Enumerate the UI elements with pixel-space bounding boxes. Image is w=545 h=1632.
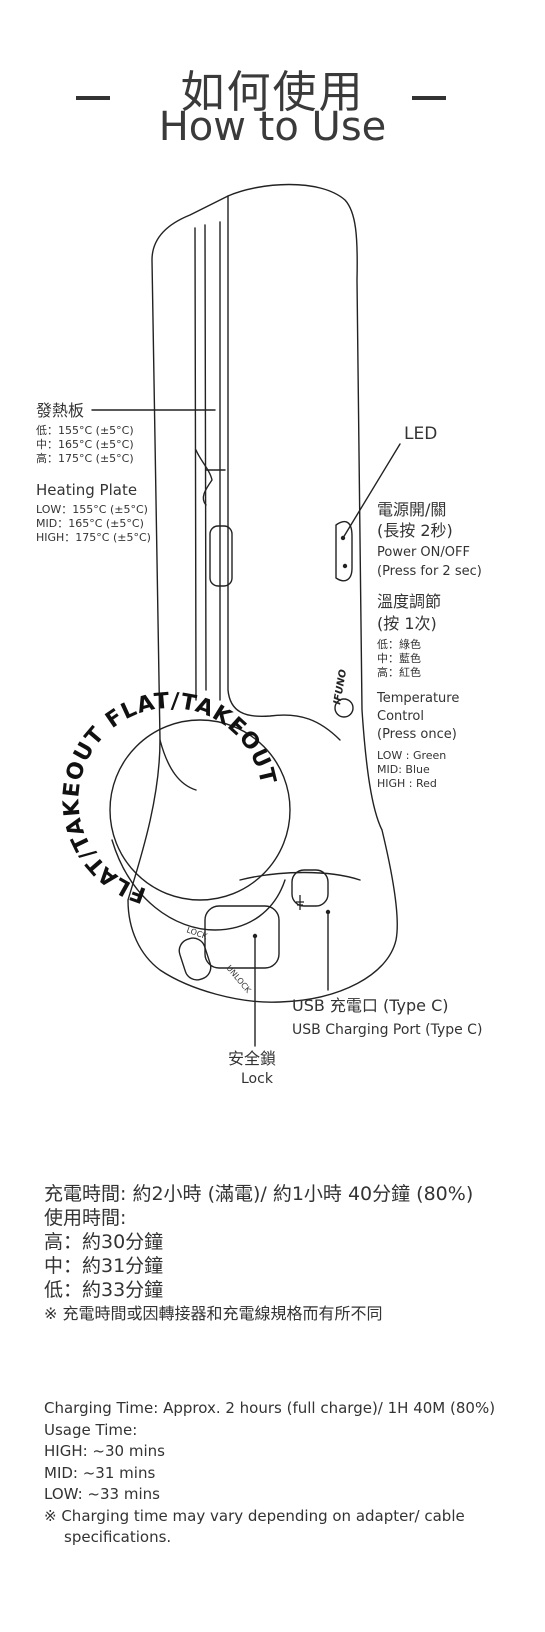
notes-zh-line-2: 使用時間:	[44, 1207, 127, 1229]
heating-plate-zh-high: 高：175°C (±5°C)	[36, 452, 134, 465]
page-title-zh: 如何使用	[180, 67, 365, 118]
device-illustration: FLAT/TAKEOUT FLAT/TAKEOUT LOCK UNLOCK IF…	[59, 183, 401, 1047]
heating-plate-en-low: LOW：155°C (±5°C)	[36, 503, 148, 516]
heating-plate-title-en: Heating Plate	[36, 481, 138, 499]
notes-en-line-3: HIGH: ~30 mins	[44, 1442, 165, 1460]
title-dash-left	[76, 96, 110, 100]
heating-plate-en-high: HIGH：175°C (±5°C)	[36, 531, 151, 544]
page-title-en: How to Use	[158, 104, 387, 150]
device-body-outline	[127, 183, 398, 1003]
notes-en: Charging Time: Approx. 2 hours (full cha…	[44, 1398, 495, 1549]
notes-en-line-4: MID: ~31 mins	[44, 1463, 156, 1482]
led-leader	[342, 443, 401, 539]
lock-label-en: Lock	[241, 1071, 273, 1087]
temp-label-en-1: Temperature	[377, 691, 460, 706]
disc-text: FLAT/TAKEOUT FLAT/TAKEOUT	[59, 689, 280, 908]
power-label-zh-1: 電源開/關	[377, 500, 447, 519]
notes-zh-line-3: 高：約30分鐘	[44, 1231, 164, 1253]
temp-zh-mid: 中：藍色	[377, 652, 421, 665]
title-dash-right	[412, 96, 446, 100]
notes-en-line-7: specifications.	[64, 1528, 172, 1546]
notes-en-line-6: ※ Charging time may vary depending on ad…	[44, 1506, 465, 1525]
led-label: LED	[404, 424, 438, 444]
heating-plate-title-zh: 發熱板	[36, 401, 85, 420]
temp-en-mid: MID: Blue	[377, 763, 430, 776]
notes-en-line-1: Charging Time: Approx. 2 hours (full cha…	[44, 1399, 496, 1417]
usb-label-en: USB Charging Port (Type C)	[292, 1022, 483, 1038]
temp-label-en-2: Control	[377, 709, 424, 724]
temp-zh-high: 高：紅色	[377, 666, 421, 679]
usb-label-zh: USB 充電口 (Type C)	[292, 996, 449, 1015]
power-label-zh-2: (長按 2秒)	[377, 521, 453, 540]
power-label-en-2: (Press for 2 sec)	[377, 564, 482, 579]
notes-en-line-5: LOW: ~33 mins	[44, 1485, 160, 1503]
lock-switch	[204, 905, 280, 969]
temp-zh-low: 低：綠色	[377, 638, 421, 651]
power-label-en-1: Power ON/OFF	[377, 545, 470, 560]
heating-plate-zh-low: 低：155°C (±5°C)	[36, 424, 134, 437]
heating-plate-en-mid: MID：165°C (±5°C)	[36, 517, 144, 530]
notes-zh-line-5: 低：約33分鐘	[44, 1279, 164, 1301]
temp-label-zh-2: (按 1次)	[377, 614, 437, 633]
usb-port-housing	[291, 869, 329, 907]
notes-zh-line-4: 中：約31分鐘	[44, 1255, 164, 1277]
notes-zh-line-6: ※ 充電時間或因轉接器和充電線規格而有所不同	[44, 1304, 383, 1323]
heating-plate-zh-mid: 中：165°C (±5°C)	[36, 438, 134, 451]
power-button-shape	[335, 521, 353, 582]
notes-zh-line-1: 充電時間: 約2小時 (滿電)/ 約1小時 40分鐘 (80%)	[44, 1183, 474, 1205]
temp-en-high: HIGH : Red	[377, 777, 437, 790]
lock-label-zh: 安全鎖	[228, 1049, 277, 1068]
temp-label-zh-1: 溫度調節	[377, 592, 442, 611]
temp-label-en-3: (Press once)	[377, 727, 457, 742]
notes-zh: 充電時間: 約2小時 (滿電)/ 約1小時 40分鐘 (80%) 使用時間: 高…	[44, 1182, 473, 1326]
notes-en-line-2: Usage Time:	[44, 1420, 138, 1439]
temp-en-low: LOW : Green	[377, 749, 447, 762]
